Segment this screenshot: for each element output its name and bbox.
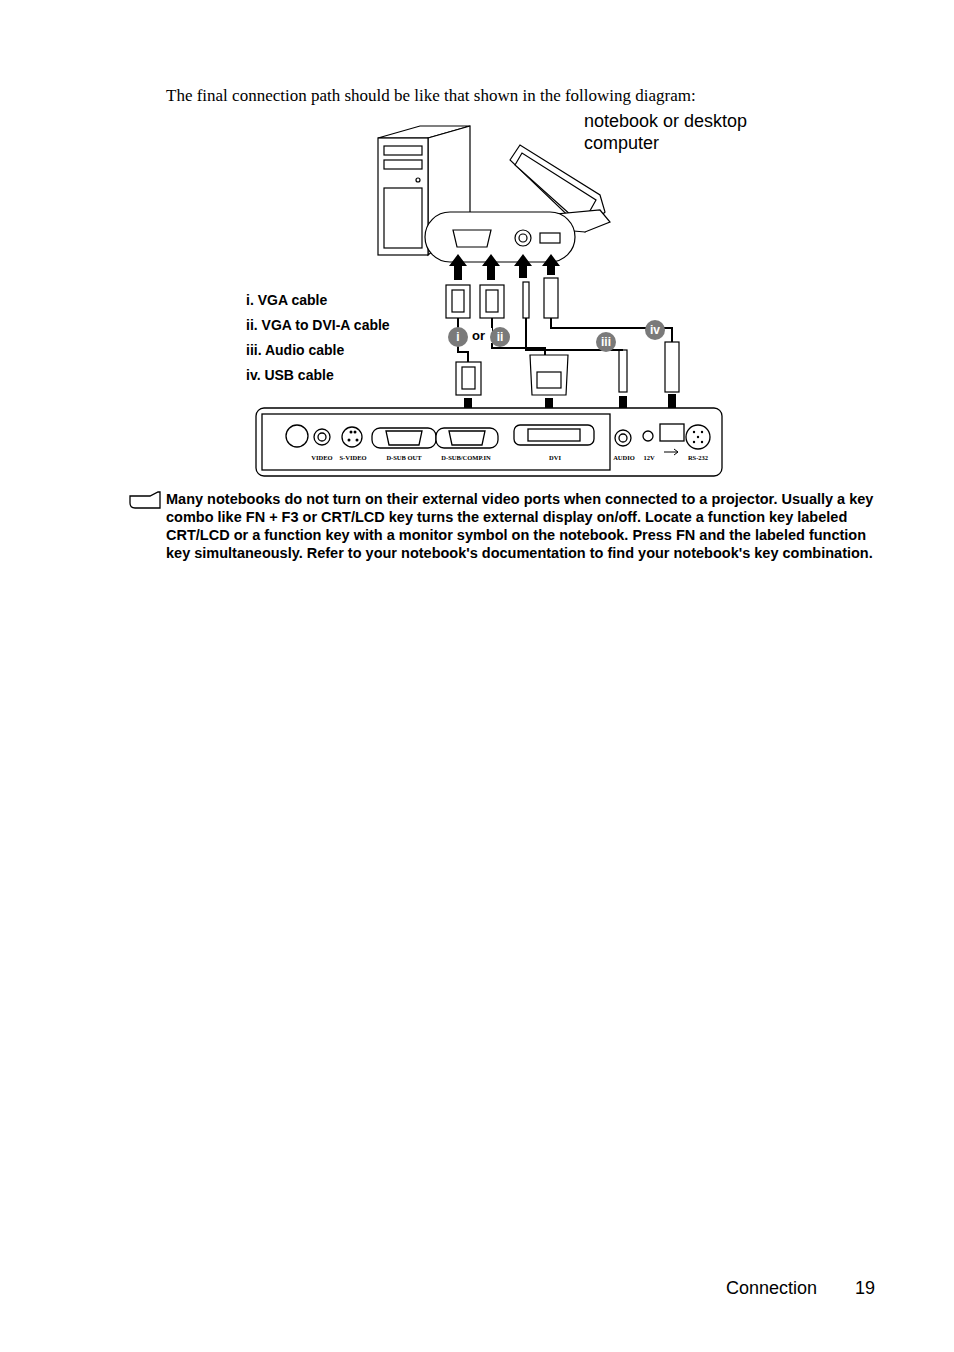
projector-panel: VIDEO S-VIDEO D-SUB OUT D-SUB/COMP.IN DVI AUD… [256,408,722,476]
port-label: DVI [549,454,561,461]
port-label: D-SUB/COMP.IN [441,454,490,461]
computer-label: notebook or desktop computer [584,110,754,154]
port-label: 12V [643,454,654,461]
cable-list-item: iv. USB cable [246,367,446,383]
callout-number: i [456,330,459,344]
port-label: AUDIO [613,454,635,461]
callout-number: iii [601,335,611,349]
port-label: D-SUB OUT [386,454,421,461]
intro-text: The final connection path should be like… [166,86,786,106]
or-text: or [472,328,492,343]
callout-circle: iv [645,320,665,340]
callout-number: iv [650,323,660,337]
footer-section: Connection [726,1278,836,1299]
port-label: VIDEO [311,454,332,461]
callout-circle: iii [596,332,616,352]
cable-list-item: iii. Audio cable [246,342,446,358]
note-text: Many notebooks do not turn on their exte… [166,490,878,562]
callout-circle: i [448,327,468,347]
port-label: RS-232 [688,454,708,461]
cable-list-item: i. VGA cable [246,292,446,308]
callout-circle: ii [490,327,510,347]
port-label: S-VIDEO [339,454,366,461]
page-number: 19 [855,1278,895,1299]
cable-list-item: ii. VGA to DVI-A cable [246,317,446,333]
callout-number: ii [497,330,504,344]
